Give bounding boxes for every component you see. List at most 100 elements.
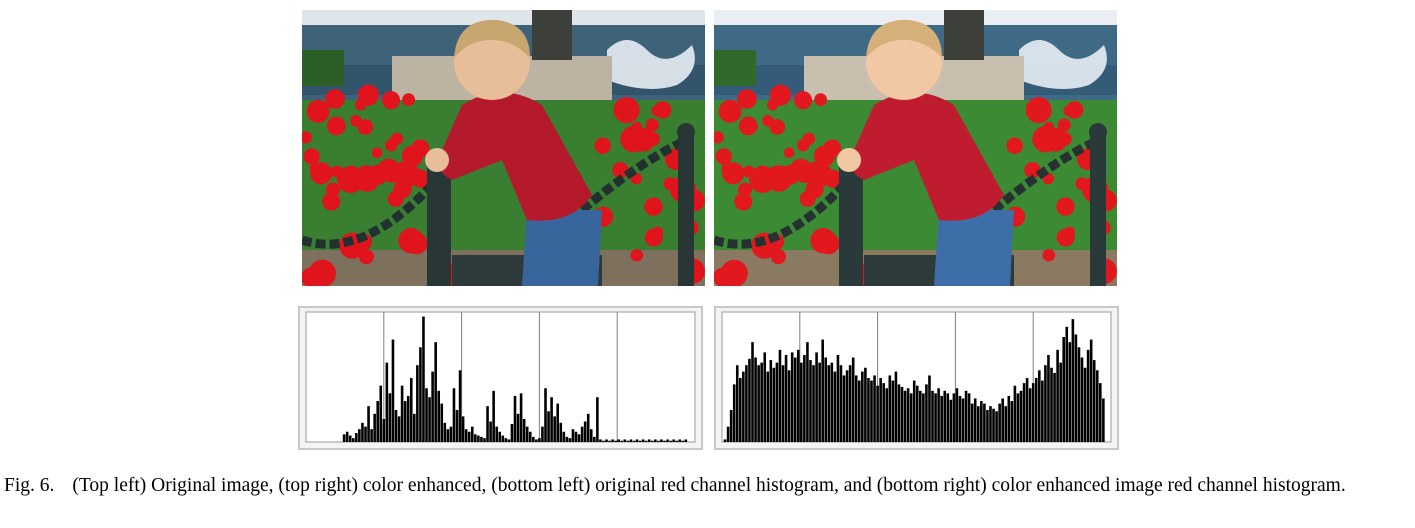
- chain: [714, 135, 1101, 249]
- histogram-bar: [611, 439, 614, 442]
- histogram-bar: [931, 390, 934, 442]
- histogram-bar: [355, 433, 358, 442]
- histogram-bar: [498, 431, 502, 442]
- histogram-bar: [836, 354, 840, 442]
- histogram-bar: [562, 431, 566, 442]
- histogram-bar: [818, 362, 821, 442]
- histogram-bar: [812, 365, 815, 442]
- histogram-bar: [879, 378, 882, 442]
- statue-base: [532, 10, 572, 60]
- histogram-bar: [867, 378, 870, 442]
- histogram-bar: [1086, 349, 1090, 442]
- histogram-bar: [851, 357, 855, 442]
- histogram-bar: [544, 388, 547, 442]
- histogram-bar: [735, 365, 739, 442]
- histogram-bar: [474, 434, 477, 442]
- histogram-bar: [796, 349, 800, 442]
- histogram-bar: [806, 342, 809, 442]
- histogram-bar: [800, 362, 803, 442]
- histogram-bar: [358, 429, 361, 442]
- histogram-bar: [845, 370, 849, 442]
- histogram-bar: [1056, 349, 1059, 442]
- histogram-bar: [995, 411, 998, 442]
- histogram-bar: [1074, 334, 1078, 442]
- histogram-bar: [672, 439, 675, 442]
- histogram-bar: [626, 440, 630, 442]
- histogram-bar: [678, 439, 682, 442]
- histogram-bar: [440, 403, 444, 442]
- histogram-bar: [394, 410, 398, 442]
- histogram-bar: [1071, 319, 1075, 442]
- histogram-bar: [1102, 398, 1105, 442]
- histogram-bar: [431, 371, 434, 442]
- histogram-bar: [745, 365, 748, 442]
- figure-caption-text: (Top left) Original image, (top right) c…: [72, 475, 1346, 496]
- histogram-bar: [821, 339, 824, 442]
- histogram-bar: [1019, 390, 1023, 442]
- hedge: [302, 50, 344, 86]
- histogram-bar: [455, 410, 459, 442]
- histogram-bar: [976, 406, 980, 442]
- child-jeans: [934, 210, 1014, 286]
- histogram-bar: [803, 354, 806, 442]
- right-post-cap: [677, 123, 695, 141]
- histogram-bar: [888, 375, 892, 442]
- histogram-bar: [854, 375, 858, 442]
- original-red-histogram-plot: [298, 306, 703, 450]
- histogram-bar: [769, 360, 773, 442]
- histogram-bar: [919, 390, 922, 442]
- histogram-bar: [775, 362, 779, 442]
- histogram-bar: [589, 429, 593, 442]
- histogram-bar: [409, 378, 413, 442]
- histogram-bar: [870, 380, 873, 442]
- histogram-bar: [949, 399, 953, 442]
- histogram-bar: [1059, 362, 1062, 442]
- histogram-bar: [894, 371, 898, 442]
- histogram-bar: [470, 426, 474, 442]
- histogram-bar: [382, 418, 386, 442]
- histogram-bar: [1095, 370, 1099, 442]
- histogram-bar: [522, 418, 526, 442]
- histogram-bar: [1062, 337, 1065, 442]
- histogram-bar: [897, 384, 901, 442]
- left-post: [427, 160, 451, 286]
- histogram-bar: [842, 375, 846, 442]
- histogram-bar: [480, 436, 483, 442]
- histogram-bar: [937, 388, 940, 442]
- figure-label: Fig. 6.: [4, 475, 55, 496]
- histogram-bar: [726, 426, 730, 442]
- enhanced-red-histogram: [714, 306, 1119, 450]
- histogram-bar: [345, 431, 349, 442]
- histogram-bar: [784, 354, 788, 442]
- histogram-bar: [565, 436, 569, 442]
- histogram-bar: [614, 440, 617, 442]
- histogram-bar: [830, 362, 834, 442]
- histogram-bar: [1065, 326, 1069, 442]
- histogram-bar: [952, 393, 956, 442]
- histogram-bar: [839, 365, 843, 442]
- histogram-bar: [928, 375, 931, 442]
- histogram-bar: [571, 429, 575, 442]
- original-red-histogram: [298, 306, 703, 450]
- histogram-bar: [580, 426, 584, 442]
- histogram-bar: [452, 388, 456, 442]
- histogram-bar: [467, 431, 471, 442]
- histogram-bar: [629, 439, 633, 442]
- histogram-bar: [406, 395, 410, 442]
- histogram-bar: [1047, 354, 1050, 442]
- histogram-bar: [992, 408, 995, 442]
- histogram-bar: [559, 422, 563, 442]
- enhanced-red-histogram-plot: [714, 306, 1119, 450]
- histogram-bar: [351, 438, 355, 442]
- histogram-bar: [477, 435, 480, 442]
- histogram-bar: [1050, 367, 1053, 442]
- histogram-bar: [516, 413, 520, 442]
- histogram-bar: [419, 347, 422, 442]
- histogram-bar: [379, 385, 383, 442]
- histogram-bar: [1041, 380, 1044, 442]
- histogram-bar: [915, 385, 919, 442]
- histogram-bar: [428, 397, 431, 442]
- histogram-bar: [550, 397, 553, 442]
- histogram-bar: [434, 342, 437, 442]
- histogram-bar: [943, 390, 947, 442]
